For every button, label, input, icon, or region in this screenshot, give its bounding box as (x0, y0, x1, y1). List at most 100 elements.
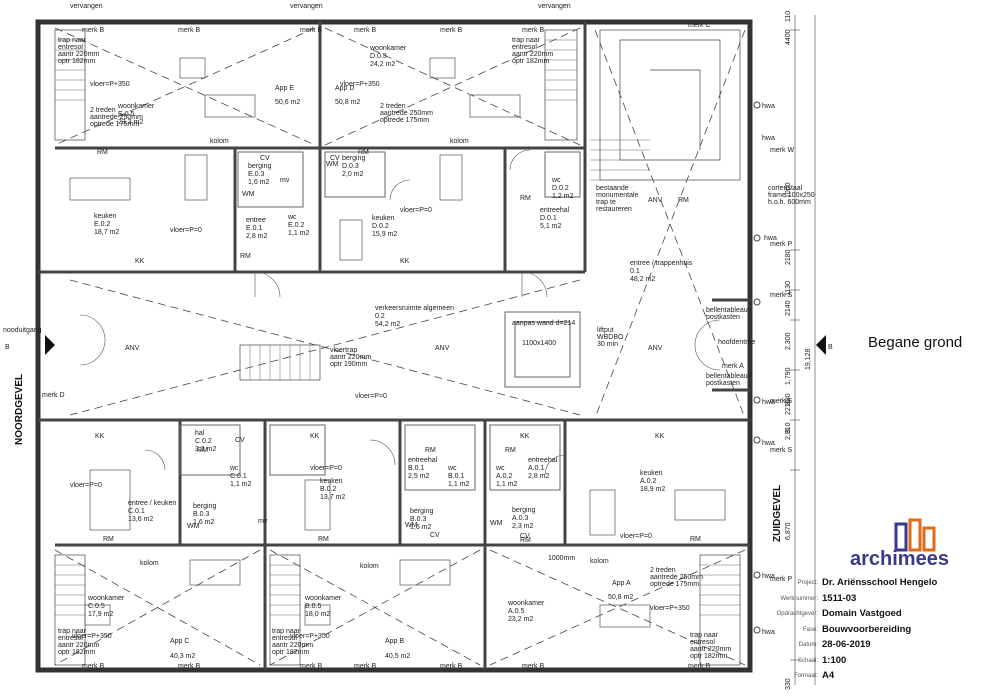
room-wc_d-line-2: 1,2 m2 (552, 193, 574, 200)
existing-stair-note-line-0: bestaande (596, 185, 629, 192)
title-block-row: Formaat:A4 (776, 670, 976, 682)
stair-note-e-line-0: trap naar (58, 37, 87, 44)
mailboxes-bottom-line-0: bellentableau / (706, 373, 752, 380)
room-keuken_e-line-0: keuken (94, 213, 117, 220)
rm-label: RM (318, 536, 329, 543)
room-woonkamer_e-line-2: 23,3 m2 (118, 119, 143, 126)
floor-level-label: vloer=P+350 (90, 81, 130, 88)
floor-level-label: vloer=P=0 (355, 393, 387, 400)
room-woonkamer_a-line-2: 23,2 m2 (508, 616, 533, 623)
merk-label: merk B (440, 27, 463, 34)
rm-label: RM (197, 447, 208, 454)
room-hal_c-line-2: 3,3 m2 (195, 446, 217, 453)
kolom-label: kolom (360, 563, 379, 570)
merk-label: merk B (522, 27, 545, 34)
merk-label: merk B (82, 27, 105, 34)
dimension-label: 2180 (785, 249, 792, 265)
room-berging_d-line-0: berging (342, 155, 365, 162)
room-wc_d-line-1: D.0.2 (552, 185, 569, 192)
title-block-value: 1511-03 (822, 592, 857, 604)
replace-label-2: vervangen (290, 3, 323, 10)
merk-label: merk B (522, 663, 545, 670)
room-entreehal_b-line-1: B.0.1 (408, 465, 424, 472)
room-keuken_a-line-2: 18,9 m2 (640, 486, 665, 493)
room-entree_e-line-1: E.0.1 (246, 225, 262, 232)
dimension-label: 4400 (785, 29, 792, 45)
mailboxes-top-line-1: postkasten (706, 314, 740, 321)
merk-label: merk B (354, 27, 377, 34)
room-berging_d-line-1: D.0.3 (342, 163, 359, 170)
room-entreehal_d-line-0: entreehal (540, 207, 570, 214)
apartment-name: App A (612, 580, 631, 587)
lift-note-line-1: WBDBO (597, 334, 624, 341)
floor-level-label: vloer=P=0 (170, 227, 202, 234)
mailboxes-top-line-0: bellentableau / (706, 307, 752, 314)
title-block-label: Schaal: (797, 657, 818, 664)
facade-south-label: ZUIDGEVEL (772, 484, 783, 542)
steps-note-d-line-2: optrede 175mm (380, 117, 429, 124)
title-block-row: Werknummer:1511-03 (776, 593, 976, 605)
room-keuken_d-line-2: 15,9 m2 (372, 231, 397, 238)
brand-name: archimees (850, 548, 949, 570)
stair-note-b-line-0: trap naar (272, 628, 301, 635)
stair-note-c-line-3: optr 182mm (58, 649, 96, 656)
rm-label: RM (520, 195, 531, 202)
room-woonkamer_a-line-0: woonkamer (507, 600, 545, 607)
room-trappenhuis-line-1: 0.1 (630, 268, 640, 275)
floor-level-label: vloer=P=0 (400, 207, 432, 214)
room-entree_keuken_c-line-0: entree / keuken (128, 500, 176, 507)
room-woonkamer_b-line-0: woonkamer (304, 595, 342, 602)
wm-label: WM (405, 522, 418, 529)
room-berging_c-line-1: B.0.3 (193, 511, 209, 518)
mv-label: mv (258, 518, 268, 525)
mailboxes-bottom-line-1: postkasten (706, 380, 740, 387)
rm-label: RM (358, 149, 369, 156)
lift-note-line-2: 30 min (597, 341, 618, 348)
room-verkeer-line-2: 54,2 m2 (375, 321, 400, 328)
room-woonkamer_c-line-2: 17,9 m2 (88, 611, 113, 618)
title-block-value: Domain Vastgoed (822, 608, 902, 619)
room-woonkamer_c-line-0: woonkamer (87, 595, 125, 602)
rm-label: RM (520, 537, 531, 544)
dimension-label: 2,300 (785, 332, 792, 350)
room-wc_a-line-1: A.0.2 (496, 473, 512, 480)
dimension-label: 6,870 (785, 522, 792, 540)
room-keuken_a-line-1: A.0.2 (640, 478, 656, 485)
rm-label: RM (678, 197, 689, 204)
room-berging_e-line-2: 1,6 m2 (248, 179, 270, 186)
title-block-label: Formaat: (793, 673, 818, 679)
room-wc_b-line-2: 1,1 m2 (448, 481, 470, 488)
room-wc_e-line-1: E.0.2 (288, 222, 304, 229)
stair-note-a-line-2: aantr 220mm (690, 646, 731, 653)
room-woonkamer_d-line-2: 24,2 m2 (370, 61, 395, 68)
merk-label: merk B (82, 663, 105, 670)
stair-note-d-line-0: trap naar (512, 37, 541, 44)
stair-note-e-line-3: optr 182mm (58, 58, 96, 65)
steps-note-a-line-0: 2 treden (650, 567, 676, 574)
apartment-area: 50,8 m2 (608, 594, 633, 601)
cv-label: CV (520, 533, 530, 540)
door-swings (79, 149, 721, 476)
kk-label: KK (95, 433, 105, 440)
dimension-label: 19,128 (805, 348, 812, 370)
apartment-name: App E (275, 85, 294, 92)
stair-note-e-line-2: aantr 220mm (58, 51, 99, 58)
apartment-name: App B (385, 638, 404, 645)
stair-note-b-line-1: entresol (272, 635, 297, 642)
merk-label: merk S (770, 398, 793, 405)
title-block-label: Project: (797, 580, 818, 586)
merk-label: merk P (770, 576, 793, 583)
merk-label: merk B (688, 663, 711, 670)
title-block-row: Datum:28-06-2019 (776, 639, 976, 651)
floor-level-label: vloer=P=0 (310, 465, 342, 472)
kk-label: KK (520, 433, 530, 440)
existing-stair-note-line-1: monumentale (596, 192, 639, 199)
kolom-label: kolom (590, 558, 609, 565)
room-keuken_e-line-2: 18,7 m2 (94, 229, 119, 236)
wm-label: WM (187, 523, 200, 530)
title-block-row: Schaal:1:100 (776, 655, 976, 667)
room-entree_e-line-0: entree (246, 217, 266, 224)
room-entreehal_a-line-2: 2,8 m2 (528, 473, 550, 480)
floor-level-label: vloer=P+350 (650, 605, 690, 612)
